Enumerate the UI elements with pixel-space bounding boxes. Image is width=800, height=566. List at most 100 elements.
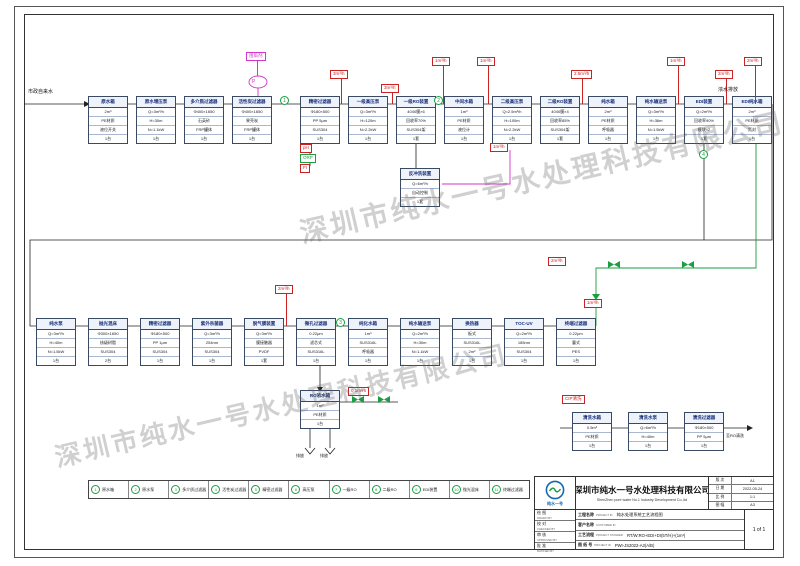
process-box-row: 自动控制 bbox=[401, 189, 439, 198]
process-box-row: 1台 bbox=[52, 358, 60, 363]
stream-number-tag: 1 bbox=[280, 96, 289, 105]
process-box-row: N=1.1kW bbox=[401, 348, 439, 357]
process-box-row: 2m³ bbox=[89, 108, 127, 117]
legend-number: 11 bbox=[491, 485, 501, 494]
process-box-row: 果壳炭 bbox=[233, 117, 271, 126]
process-box-row: 1台 bbox=[604, 136, 612, 141]
process-box-row: N=1.5kW bbox=[37, 348, 75, 357]
process-box-row: SUS304架 bbox=[397, 126, 435, 135]
flow-rate-label: FI bbox=[300, 164, 310, 173]
process-box-row: 2台 bbox=[104, 358, 112, 363]
project-info-value: 纯水处理系统工艺流程图 bbox=[616, 511, 663, 517]
process-box-title: 清洗水泵 bbox=[629, 413, 667, 424]
process-box-row: 1台 bbox=[508, 136, 516, 141]
project-info-label: 客户名称 bbox=[578, 521, 594, 527]
legend-label: 多介质过滤器 bbox=[182, 486, 207, 492]
meta-value: A1 bbox=[750, 478, 755, 483]
process-box-row: 膜接触器 bbox=[245, 339, 283, 348]
project-info-sublabel: CUSTOMER ID bbox=[596, 522, 616, 527]
process-box-row: 1台 bbox=[652, 136, 660, 141]
flow-rate-label: 1m³/h bbox=[477, 57, 495, 66]
legend-label: 原水箱 bbox=[102, 486, 114, 492]
process-box-row: N=1.5kW bbox=[637, 126, 675, 135]
legend-label: 活性炭过滤器 bbox=[222, 486, 247, 492]
process-box-row: 1m³ bbox=[301, 402, 339, 411]
process-box-title: 二级高压泵 bbox=[493, 97, 531, 108]
process-box-title: 清洗过滤器 bbox=[685, 413, 723, 424]
signature-label-en: CHECKED BY bbox=[537, 527, 556, 531]
process-box-row: Φ300×1650 bbox=[89, 330, 127, 339]
process-box-row: H=36m bbox=[637, 117, 675, 126]
flow-rate-label: 1m³/h bbox=[490, 143, 508, 152]
flow-rate-label: 1m³/h bbox=[432, 57, 450, 66]
signature-label-en: RATIFIED BY bbox=[537, 549, 555, 553]
leader-line bbox=[286, 294, 287, 326]
annotation-text: 浓水排放 bbox=[718, 87, 739, 93]
process-box-title: 活性炭过滤器 bbox=[233, 97, 271, 108]
process-box-row: Φ180×500 bbox=[141, 330, 179, 339]
meta-value: 1:1 bbox=[749, 495, 756, 500]
legend-number: 9 bbox=[411, 485, 421, 494]
leader-line bbox=[726, 79, 727, 104]
process-box-row: SUS316L bbox=[297, 348, 335, 357]
flow-rate-label: ORP bbox=[300, 154, 316, 163]
process-box-row: PE材质 bbox=[733, 117, 771, 126]
process-box-row: H=40m bbox=[37, 339, 75, 348]
process-box-row: 1m³ bbox=[445, 108, 483, 117]
process-box-row: 1台 bbox=[316, 421, 324, 426]
process-box-row: Q=2.5m³/h bbox=[493, 108, 531, 117]
meta-label: 日 期 bbox=[709, 485, 732, 493]
legend-number: 7 bbox=[331, 485, 341, 494]
legend-label: 原水泵 bbox=[142, 486, 155, 492]
flow-rate-label: 2.5m³/h bbox=[571, 70, 593, 79]
process-box-row: 模块×2 bbox=[685, 126, 723, 135]
process-box-row: N=2.2kW bbox=[493, 126, 531, 135]
process-box-row: 回收率70% bbox=[397, 117, 435, 126]
leader-line bbox=[443, 66, 444, 104]
company-logo: 纯水一号 bbox=[535, 477, 576, 509]
process-box-title: EDI装置 bbox=[685, 97, 723, 108]
signature-label-cn: 审 核 bbox=[537, 532, 547, 537]
meta-label: 比 例 bbox=[709, 493, 732, 501]
process-box-row: 1台 bbox=[748, 136, 756, 141]
process-box-row: 板式 bbox=[453, 330, 491, 339]
process-box-row: Q=3m³/h bbox=[137, 108, 175, 117]
process-box-title: 精密过滤器 bbox=[301, 97, 339, 108]
process-box-row: 4040膜×6 bbox=[397, 108, 435, 117]
project-info-value: PWI-JS2022-A3(A/B) bbox=[614, 542, 655, 548]
process-box-row: 2m³ bbox=[733, 108, 771, 117]
annotation-text: 排放 bbox=[296, 453, 304, 458]
process-box-title: 纯水输送泵 bbox=[637, 97, 675, 108]
process-box-row: 4040膜×4 bbox=[541, 108, 579, 117]
signature-label-cn: 批 准 bbox=[537, 543, 547, 548]
flow-rate-label: 3m³/h bbox=[381, 84, 399, 93]
meta-value: 2022-05-24 bbox=[742, 486, 763, 491]
legend-number: 4 bbox=[211, 485, 221, 494]
process-box-row: H=30m bbox=[401, 339, 439, 348]
process-box-row: 液位开关 bbox=[89, 126, 127, 135]
process-box-row: 254nm bbox=[193, 339, 231, 348]
process-box-row: PE材质 bbox=[301, 411, 339, 420]
process-box-row: Q=3m³/h bbox=[245, 330, 283, 339]
process-box-row: 液位计 bbox=[445, 126, 483, 135]
flow-rate-label: 阻垢剂 bbox=[246, 52, 266, 61]
process-box-row: Q=2m³/h bbox=[401, 330, 439, 339]
